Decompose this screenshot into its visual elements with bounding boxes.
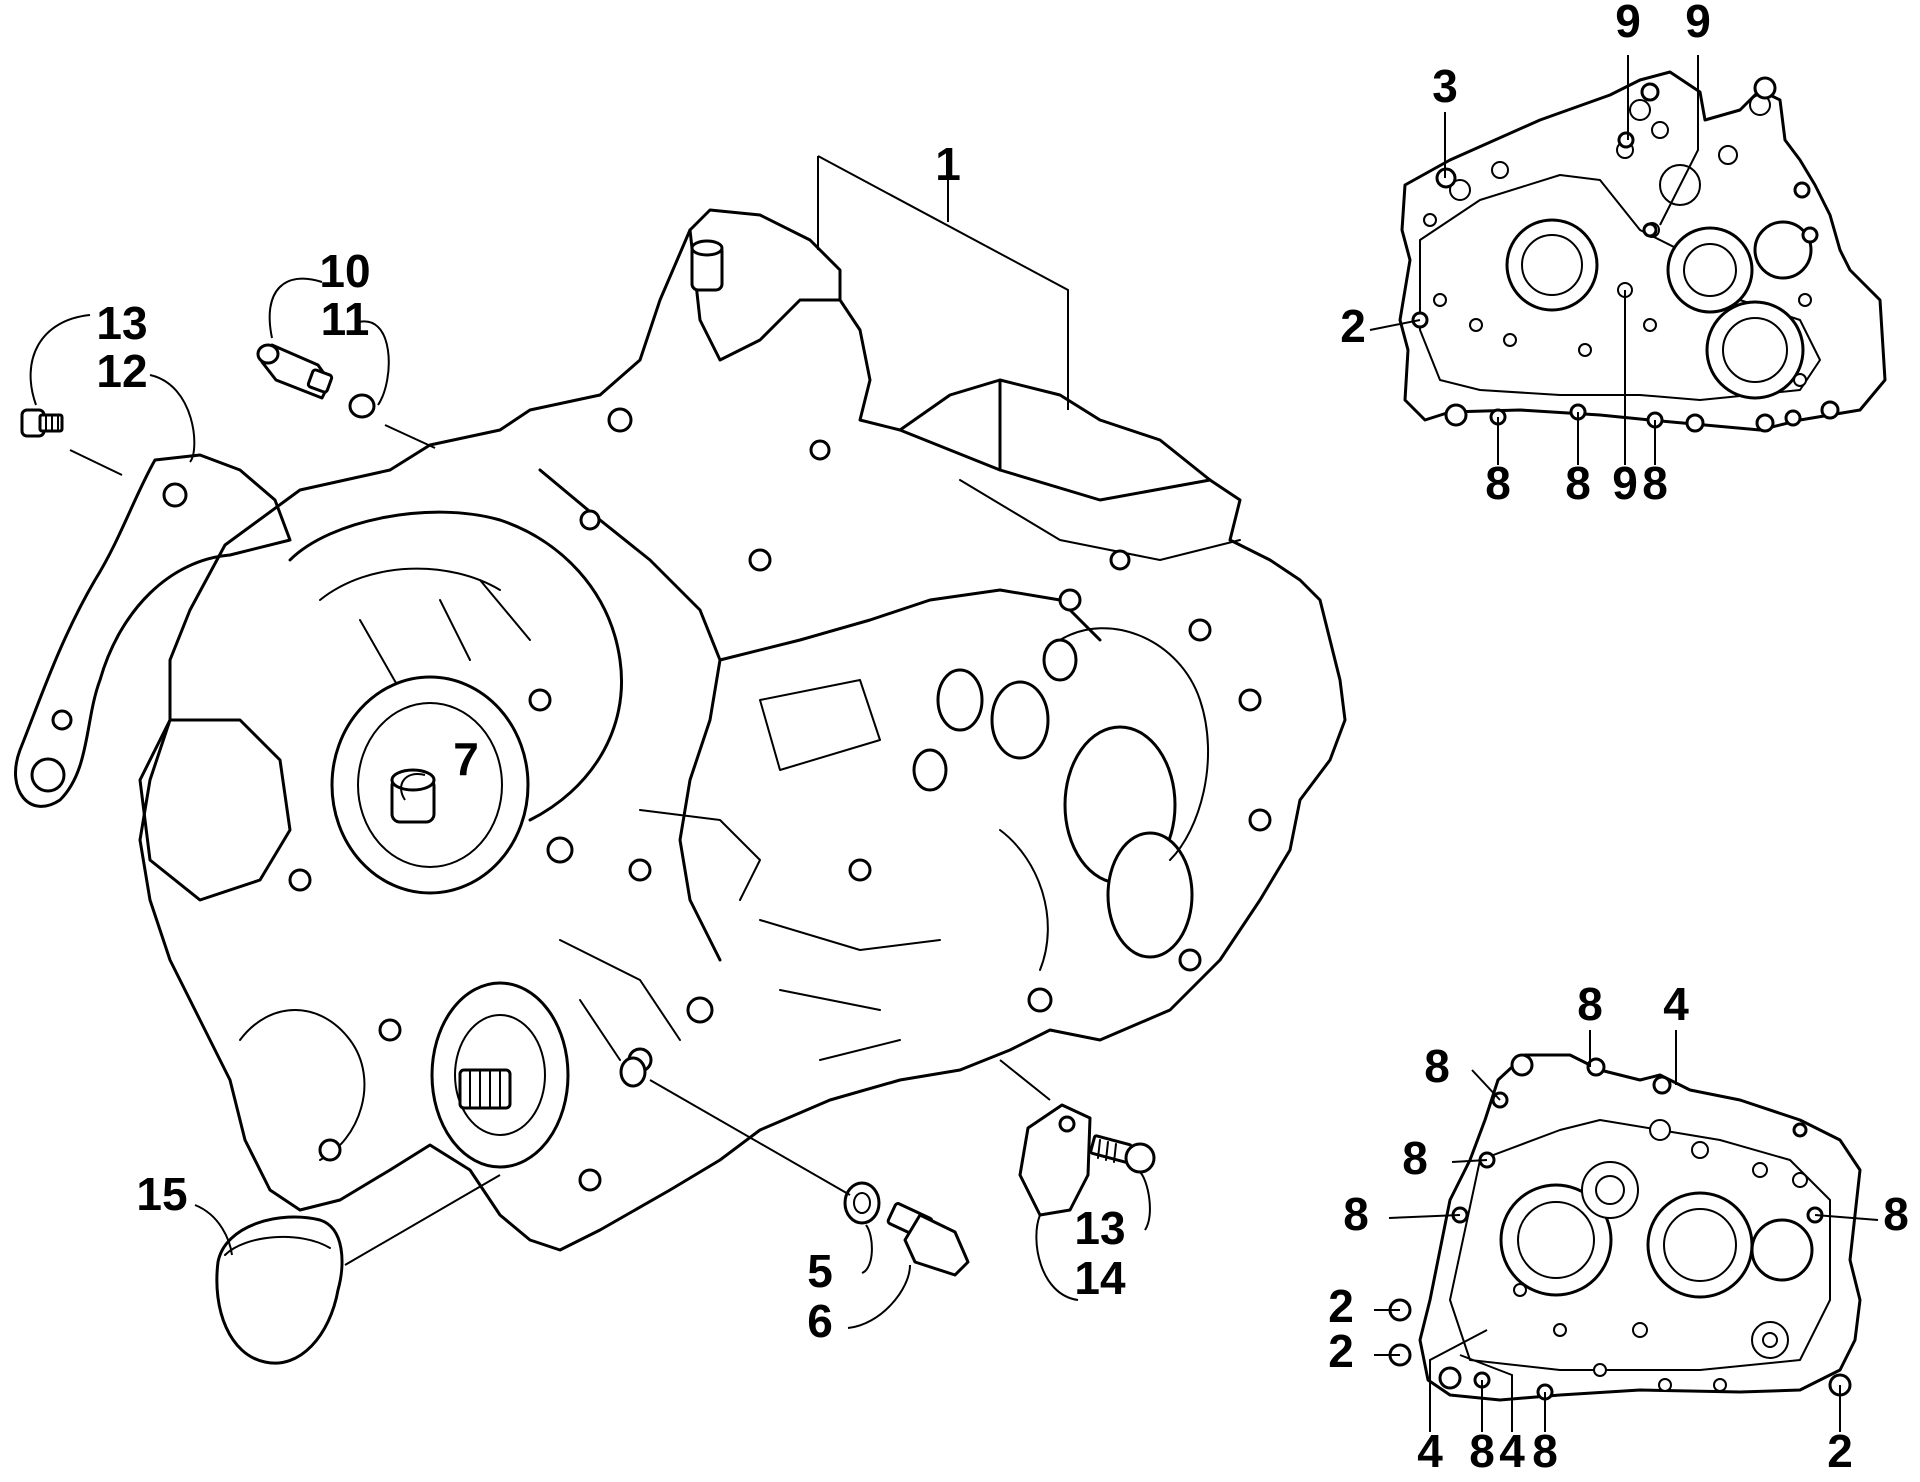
callout-11: 11 (321, 293, 370, 345)
callout-9: 9 (1612, 457, 1638, 509)
callout-8: 8 (1424, 1040, 1450, 1092)
washer-icon (843, 1181, 881, 1225)
callout-5: 5 (807, 1245, 833, 1297)
callout-4: 4 (1417, 1425, 1443, 1477)
cover-plate-icon (1018, 1103, 1092, 1217)
callout-9: 9 (1685, 0, 1711, 47)
callout-6: 6 (807, 1295, 833, 1347)
callout-1: 1 (935, 138, 961, 190)
callout-13: 13 (96, 297, 147, 349)
callout-7: 7 (453, 733, 479, 785)
o-ring-icon (348, 393, 376, 419)
bottom-right-callouts: 8 4 8 8 8 8 2 2 4 8 4 8 2 (1328, 978, 1909, 1477)
crankcase-right-half-icon (1388, 1053, 1862, 1402)
plug-cap-icon (215, 1215, 344, 1365)
callout-8: 8 (1532, 1425, 1558, 1477)
callout-8: 8 (1469, 1425, 1495, 1477)
callout-4: 4 (1663, 978, 1689, 1030)
callout-15: 15 (136, 1168, 187, 1220)
callout-2: 2 (1340, 300, 1366, 352)
callout-8: 8 (1642, 457, 1668, 509)
callout-13: 13 (1074, 1202, 1125, 1254)
callout-2: 2 (1827, 1425, 1853, 1477)
crankcase-left-half-icon (1398, 70, 1887, 433)
drain-plug-icon (886, 1202, 970, 1277)
callout-3: 3 (1432, 60, 1458, 112)
callout-8: 8 (1883, 1188, 1909, 1240)
assembly-bracket-line (817, 155, 1069, 410)
callout-2: 2 (1328, 1280, 1354, 1332)
callout-9: 9 (1615, 0, 1641, 47)
callout-8: 8 (1485, 457, 1511, 509)
bottom-right-leader-lines (1374, 1030, 1879, 1432)
engine-mount-bracket-icon (14, 453, 292, 808)
callout-8: 8 (1577, 978, 1603, 1030)
callout-10: 10 (319, 245, 370, 297)
main-leader-lines (29, 277, 1151, 1329)
callout-12: 12 (96, 345, 147, 397)
sensor-switch-icon (256, 343, 334, 400)
callout-8: 8 (1343, 1188, 1369, 1240)
top-right-leader-lines (1369, 55, 1699, 465)
crankcase-assembly-icon (138, 208, 1347, 1252)
bolt-icon (20, 408, 64, 438)
top-right-callouts: 3 9 9 2 8 8 9 8 (1340, 0, 1711, 509)
callout-8: 8 (1402, 1132, 1428, 1184)
callout-8: 8 (1565, 457, 1591, 509)
callout-14: 14 (1074, 1252, 1126, 1304)
main-callouts: 1 10 11 13 12 7 15 5 6 13 14 (96, 138, 1126, 1347)
callout-2: 2 (1328, 1325, 1354, 1377)
callout-4: 4 (1499, 1425, 1525, 1477)
bolt-icon (1089, 1134, 1156, 1174)
